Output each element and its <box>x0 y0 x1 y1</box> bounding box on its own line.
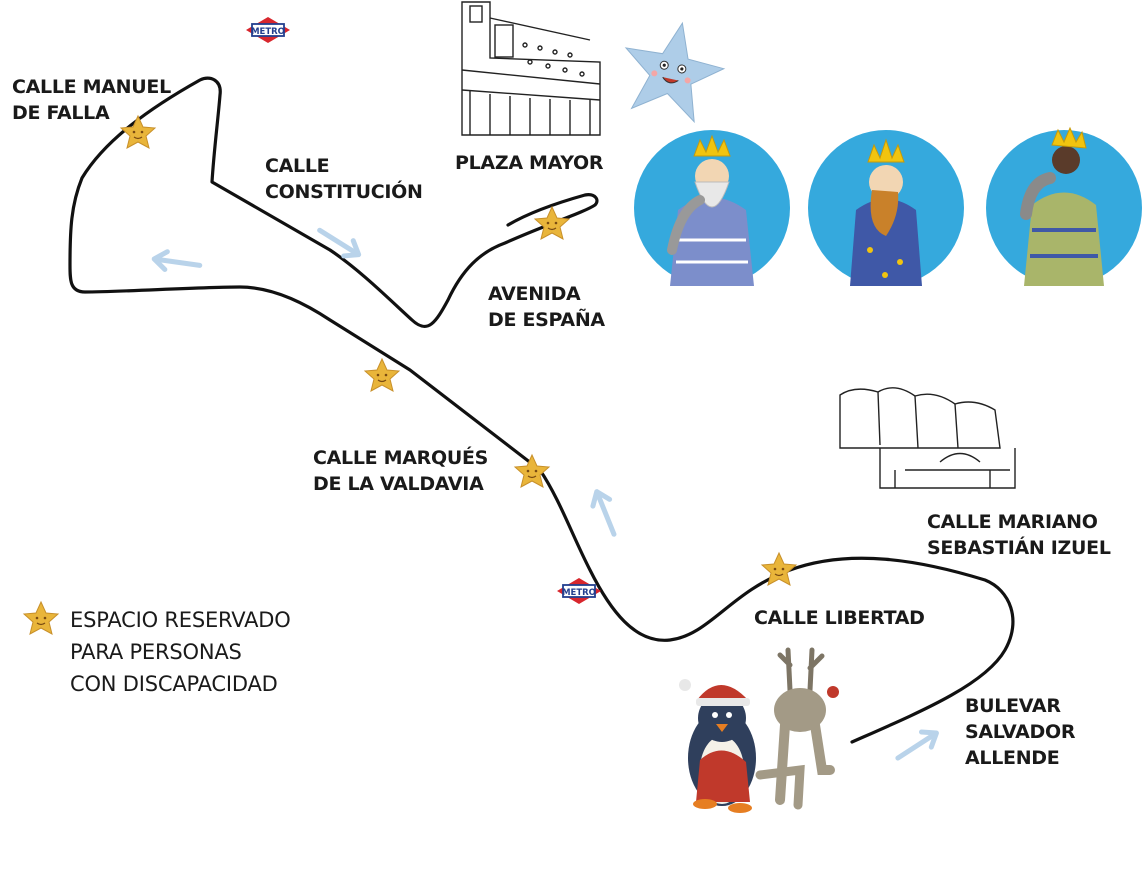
arrow-icon <box>153 250 201 274</box>
arrow-icon <box>588 488 622 537</box>
auditorium-sketch <box>839 387 1016 489</box>
king-medallion-icon <box>986 126 1142 286</box>
penguin-reindeer-illustration <box>679 647 839 813</box>
street-label-avenida-espana: AVENIDA DE ESPAÑA <box>488 283 605 331</box>
metro-icon: METRO <box>556 577 602 605</box>
metro-icon: METRO <box>245 16 291 44</box>
street-label-salvador-allende: BULEVAR SALVADOR ALLENDE <box>965 695 1076 769</box>
star-icon <box>514 454 550 488</box>
star-icon <box>23 601 59 635</box>
star-icon <box>534 206 570 240</box>
king-medallion-icon <box>634 130 790 286</box>
svg-text:METRO: METRO <box>562 588 596 598</box>
star-character-icon <box>624 21 726 124</box>
parade-route-line <box>68 76 1015 744</box>
star-icon <box>364 358 400 392</box>
city-hall-sketch <box>461 1 601 136</box>
street-label-manuel-de-falla: CALLE MANUEL DE FALLA <box>12 76 171 124</box>
street-label-constitucion: CALLE CONSTITUCIÓN <box>265 155 423 203</box>
street-label-mariano-izuel: CALLE MARIANO SEBASTIÁN IZUEL <box>927 511 1111 559</box>
arrow-icon <box>893 725 941 765</box>
king-medallion-icon <box>808 130 964 286</box>
legend-reserved-space: ESPACIO RESERVADO PARA PERSONAS CON DISC… <box>70 608 291 696</box>
street-label-plaza-mayor: PLAZA MAYOR <box>455 152 604 174</box>
svg-text:METRO: METRO <box>251 27 285 37</box>
street-label-libertad: CALLE LIBERTAD <box>754 607 925 629</box>
street-label-marques-valdavia: CALLE MARQUÉS DE LA VALDAVIA <box>313 447 489 495</box>
